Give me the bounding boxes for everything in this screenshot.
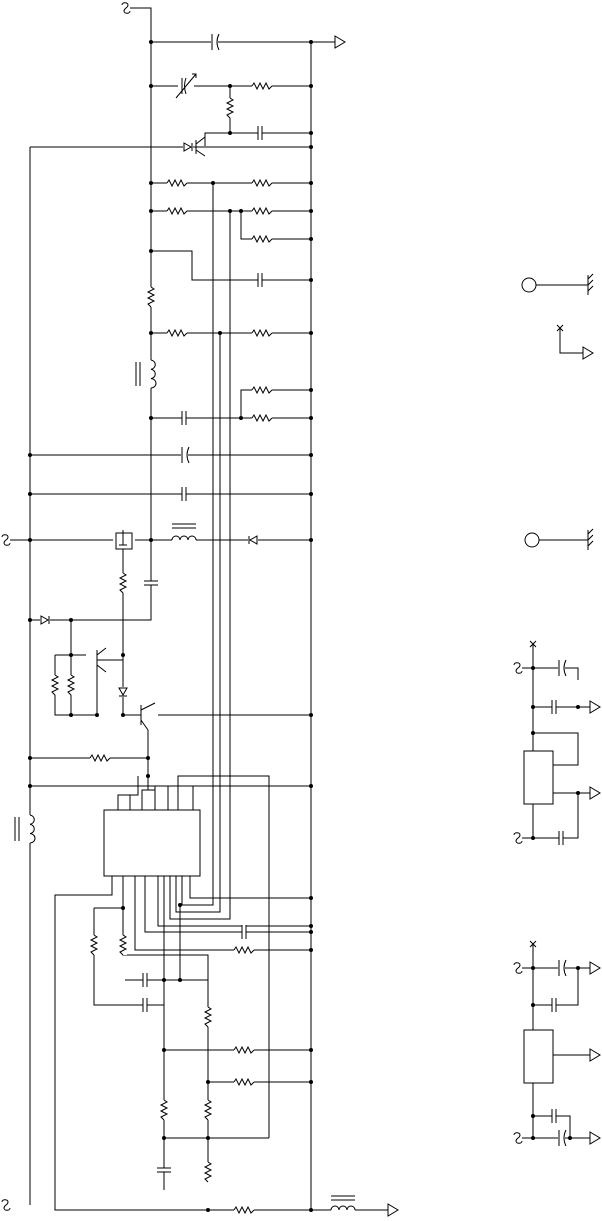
resistor: [167, 179, 187, 187]
resistor: [252, 414, 272, 422]
diode: [248, 535, 258, 545]
resistor: [226, 98, 234, 118]
resistor: [252, 386, 272, 394]
resistor: [252, 82, 272, 90]
variable-capacitor: [176, 74, 196, 98]
resistor: [119, 573, 127, 593]
resistor: [51, 675, 59, 695]
inductor: [172, 534, 196, 542]
capacitor: [182, 411, 186, 425]
regulator-block-with-capacitors: [514, 941, 600, 1146]
transformer: [15, 815, 36, 843]
resistor: [234, 1078, 254, 1086]
resistor: [67, 675, 75, 695]
diode: [183, 142, 193, 152]
resistor: [204, 1162, 212, 1182]
diode: [118, 687, 128, 697]
polarized-capacitor: [211, 34, 219, 50]
output-inductor: [331, 1196, 355, 1212]
capacitor: [144, 581, 158, 585]
test-point-circle-with-ground: [522, 274, 593, 295]
resistor: [204, 1007, 212, 1027]
wire-break-terminal: [2, 535, 10, 546]
resistor: [90, 754, 110, 762]
resistor: [252, 235, 272, 243]
resistor: [90, 935, 98, 955]
ground-arrow: [335, 36, 345, 48]
resistor: [234, 1206, 254, 1214]
capacitor: [182, 487, 186, 501]
capacitor: [242, 925, 246, 939]
resistor: [234, 1046, 254, 1054]
capacitor: [143, 973, 147, 987]
polarized-capacitor: [181, 447, 189, 463]
resistor: [204, 1100, 212, 1120]
wire-break-terminal: [2, 1200, 10, 1211]
capacitor: [258, 273, 262, 287]
mosfet: [113, 530, 135, 549]
main-circuit-components: [2, 3, 398, 1216]
npn-transistor: [141, 703, 155, 730]
capacitor: [157, 1168, 171, 1172]
integrated-circuit: [104, 810, 200, 876]
inductor-core: [172, 524, 196, 528]
resistor: [252, 179, 272, 187]
resistor: [252, 207, 272, 215]
regulator-block-with-capacitors: [514, 641, 600, 845]
ground-arrow: [388, 1204, 398, 1216]
resistor: [147, 287, 155, 307]
test-point-circle-with-ground: [525, 529, 593, 550]
capacitor: [143, 998, 147, 1012]
main-wiring: [10, 8, 388, 1210]
diode: [40, 615, 50, 625]
resistor: [234, 946, 254, 954]
transformer: [136, 360, 156, 388]
resistor: [119, 935, 127, 955]
resistor: [167, 207, 187, 215]
capacitor: [258, 126, 262, 140]
wire-break-terminal: [122, 3, 130, 14]
no-connect-with-ground-arrow: [557, 325, 593, 359]
resistor: [167, 329, 187, 337]
resistor: [252, 329, 272, 337]
resistor: [160, 1100, 168, 1120]
